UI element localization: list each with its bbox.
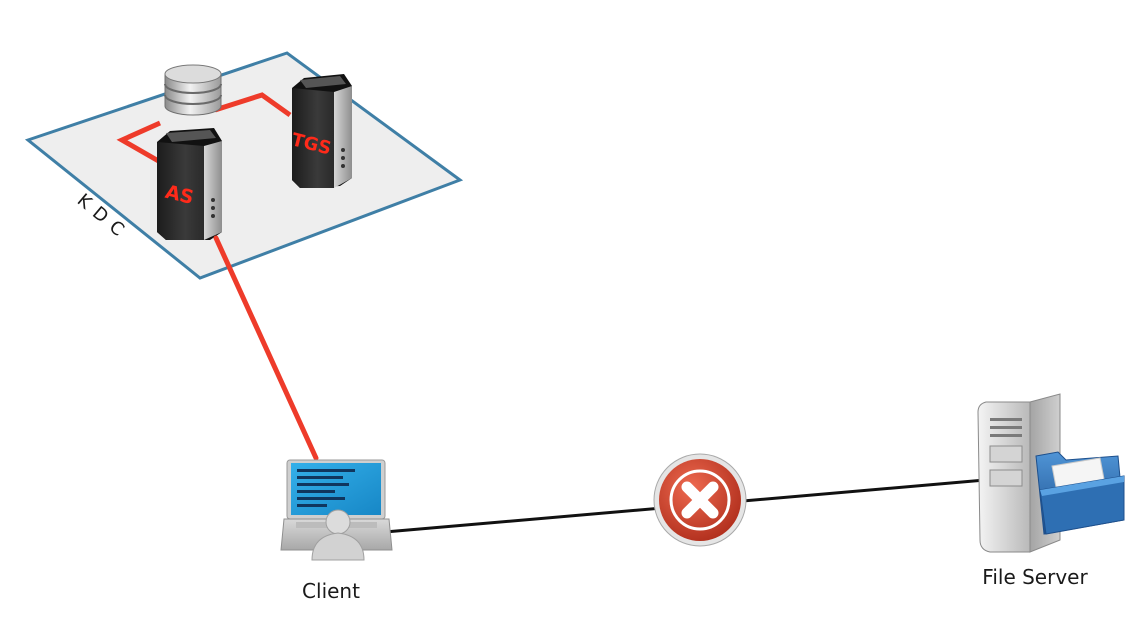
kdc-internal-links [116, 92, 292, 166]
client-laptop-icon [280, 459, 393, 551]
file-server-icon [977, 393, 1125, 553]
tgs-server-icon [292, 74, 352, 188]
user-avatar-icon [311, 509, 365, 561]
database-icon [164, 64, 222, 116]
client-label: Client [302, 579, 360, 603]
as-server-icon [157, 128, 222, 240]
kdc-platform [24, 51, 464, 280]
file-server-label: File Server [982, 565, 1088, 589]
error-x-icon [653, 453, 747, 547]
kdc-to-client-link [213, 235, 319, 461]
